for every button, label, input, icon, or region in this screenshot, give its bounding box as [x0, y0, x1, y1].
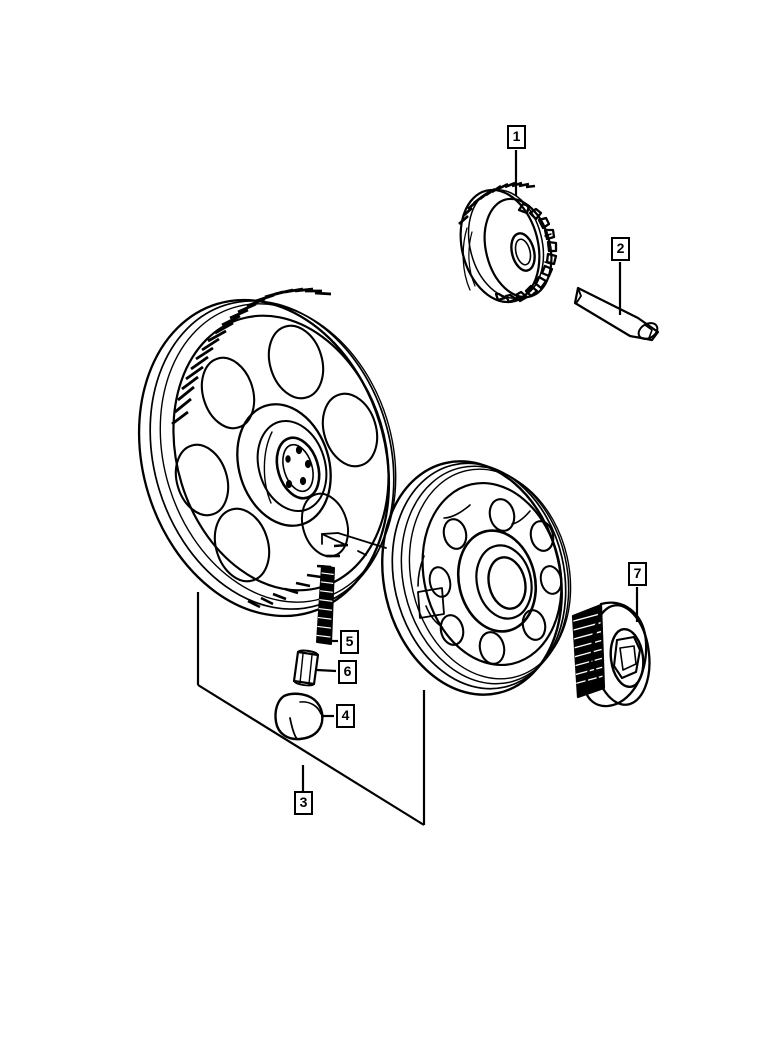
- callout-box-5[interactable]: 5: [340, 630, 359, 654]
- part-dowel-pin: [573, 286, 660, 342]
- callout-box-7[interactable]: 7: [628, 562, 647, 586]
- part-flywheel: [137, 287, 397, 618]
- part-starter-drive-gear: [458, 181, 558, 304]
- callout-box-6[interactable]: 6: [338, 660, 357, 684]
- callout-box-4[interactable]: 4: [336, 704, 355, 728]
- assembly-relation-line: [321, 532, 387, 556]
- part-drive-plate: [381, 460, 572, 696]
- part-plug-block: [274, 692, 324, 741]
- callout-box-1[interactable]: 1: [507, 125, 526, 149]
- part-spacer-sleeve: [292, 649, 320, 687]
- callout-leader-lines: [196, 150, 639, 826]
- callout-box-2[interactable]: 2: [611, 237, 630, 261]
- part-flange-bolt: [571, 601, 651, 708]
- callout-box-3[interactable]: 3: [294, 791, 313, 815]
